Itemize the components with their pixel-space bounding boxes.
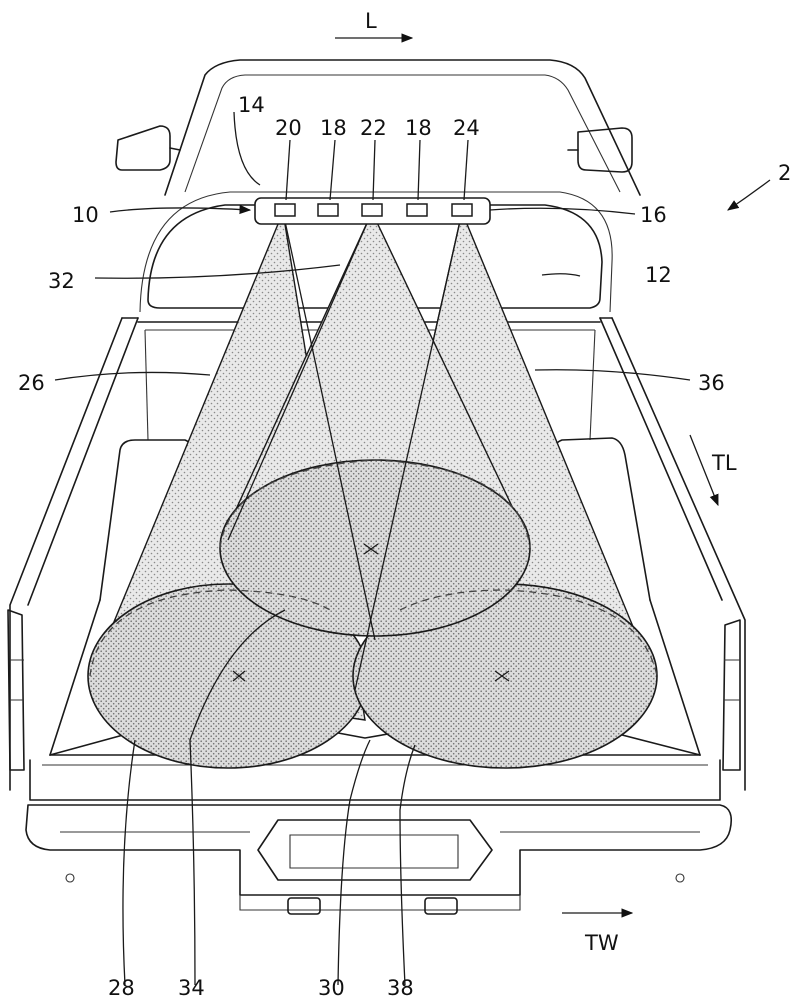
left-tail-light xyxy=(7,609,25,771)
label-12: 12 xyxy=(645,263,672,287)
center-mark-right xyxy=(494,670,510,682)
label-24: 24 xyxy=(453,116,480,140)
label-TW: TW xyxy=(584,931,619,955)
center-mark-center xyxy=(363,543,379,555)
label-20: 20 xyxy=(275,116,302,140)
label-28: 28 xyxy=(108,976,135,1000)
label-L: L xyxy=(365,9,377,33)
light-assembly xyxy=(254,197,491,225)
label-18b: 18 xyxy=(405,116,432,140)
light-beams xyxy=(87,209,658,769)
center-mark-left xyxy=(232,670,246,682)
labels: L TL TW 2 10 12 14 16 18 18 20 22 24 26 … xyxy=(18,9,791,1000)
led-18-right xyxy=(406,203,428,217)
label-34: 34 xyxy=(178,976,205,1000)
label-16: 16 xyxy=(640,203,667,227)
label-2: 2 xyxy=(778,161,791,185)
leader-lines xyxy=(54,111,771,986)
label-38: 38 xyxy=(387,976,414,1000)
tailgate xyxy=(29,759,721,801)
left-mirror xyxy=(115,125,171,171)
label-14: 14 xyxy=(238,93,265,117)
light-source-22 xyxy=(361,203,383,217)
spot-center xyxy=(219,459,531,637)
label-26: 26 xyxy=(18,371,45,395)
label-18a: 18 xyxy=(320,116,347,140)
rear-window xyxy=(147,204,603,309)
right-mirror xyxy=(577,127,633,173)
label-10: 10 xyxy=(72,203,99,227)
label-30: 30 xyxy=(318,976,345,1000)
label-22: 22 xyxy=(360,116,387,140)
license-plate-recess xyxy=(257,819,493,881)
led-18-left xyxy=(317,203,339,217)
right-tail-light xyxy=(722,619,741,771)
arrow-TL xyxy=(689,434,719,507)
rear-bumper xyxy=(25,804,733,896)
direction-arrows xyxy=(335,33,719,918)
label-TL: TL xyxy=(711,451,737,475)
light-source-24 xyxy=(451,203,473,217)
label-32: 32 xyxy=(48,269,75,293)
light-source-20 xyxy=(274,203,296,217)
label-36: 36 xyxy=(698,371,725,395)
